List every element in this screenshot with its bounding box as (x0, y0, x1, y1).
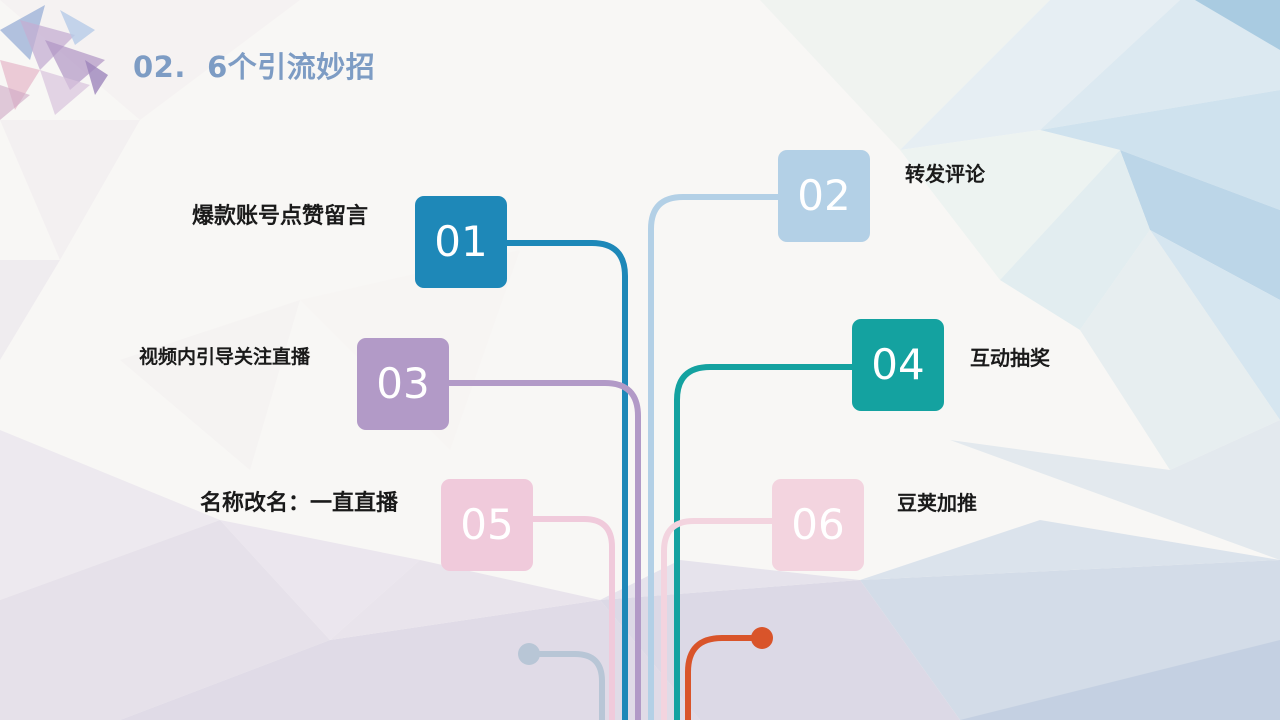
step-label-06: 豆荚加推 (897, 487, 977, 516)
step-box-06: 06 (772, 479, 864, 571)
page-title: 02. 6个引流妙招 (133, 44, 375, 86)
step-label-05: 名称改名：一直直播 (200, 485, 398, 517)
step-label-01: 爆款账号点赞留言 (192, 198, 368, 230)
step-box-03: 03 (357, 338, 449, 430)
step-label-04: 互动抽奖 (970, 342, 1050, 371)
step-label-02: 转发评论 (905, 158, 985, 187)
step-box-02: 02 (778, 150, 870, 242)
bluegray-node (518, 643, 540, 665)
step-box-04: 04 (852, 319, 944, 411)
step-box-05: 05 (441, 479, 533, 571)
step-label-03: 视频内引导关注直播 (139, 342, 310, 369)
step-box-01: 01 (415, 196, 507, 288)
orange-node (751, 627, 773, 649)
